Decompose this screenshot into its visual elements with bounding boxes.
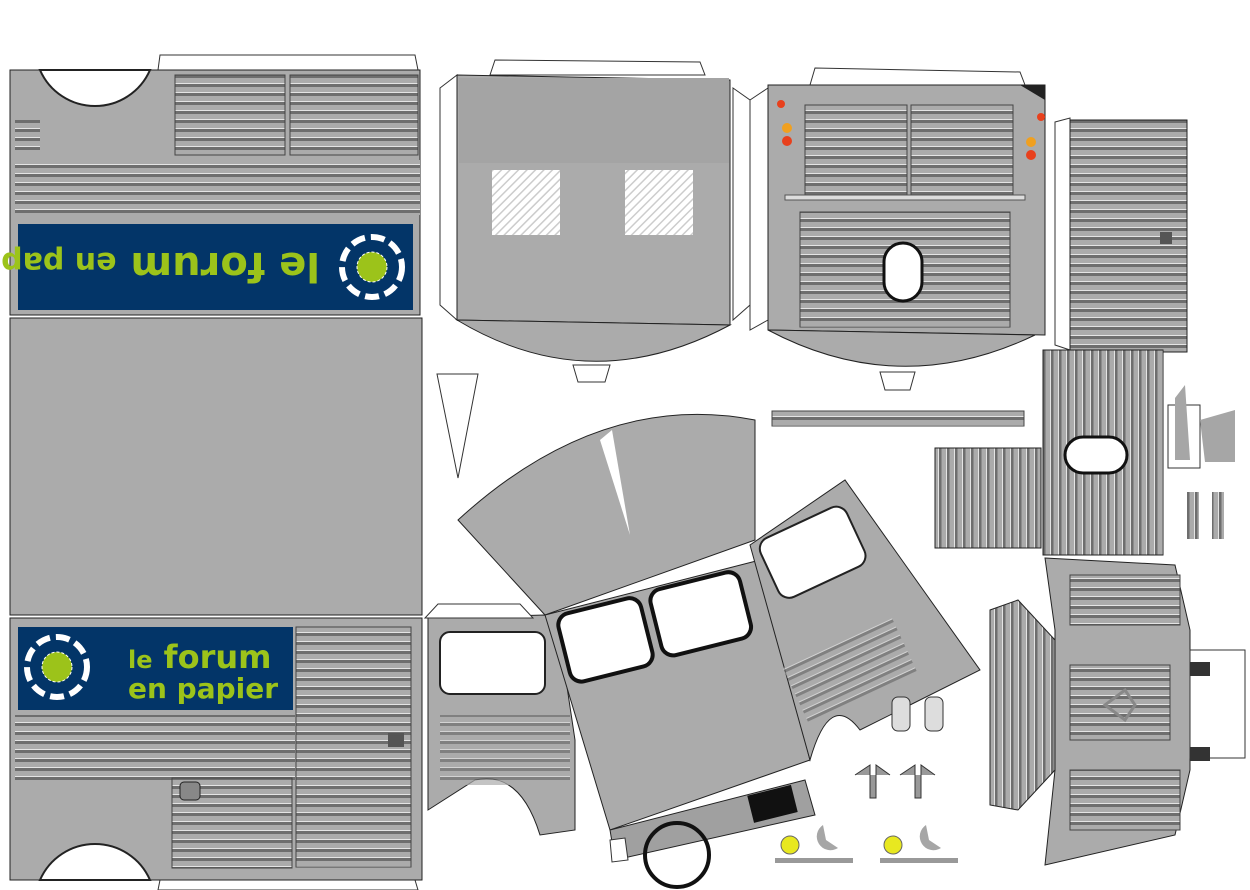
floor-parts <box>436 349 1235 556</box>
logo-emblem-icon <box>339 234 405 300</box>
yellow-disc-icon <box>883 835 903 855</box>
rear-doors-panel <box>749 67 1046 391</box>
logo-emblem-icon <box>24 634 90 700</box>
left-side-panel: le forum en papier le forum en papier <box>0 54 423 890</box>
logo-text-line1: le forum <box>128 638 271 676</box>
small-parts <box>775 696 958 863</box>
steering-wheel-icon <box>643 821 711 889</box>
right-door-panel <box>1054 117 1188 353</box>
rear-panel <box>439 59 751 383</box>
front-cab <box>423 413 981 889</box>
logo-text-top: le forum en papier <box>0 243 320 289</box>
hood-panel <box>989 557 1246 866</box>
logo-text-line2: en papier <box>128 672 278 705</box>
logo-band-top <box>18 224 413 310</box>
yellow-disc-icon <box>780 835 800 855</box>
